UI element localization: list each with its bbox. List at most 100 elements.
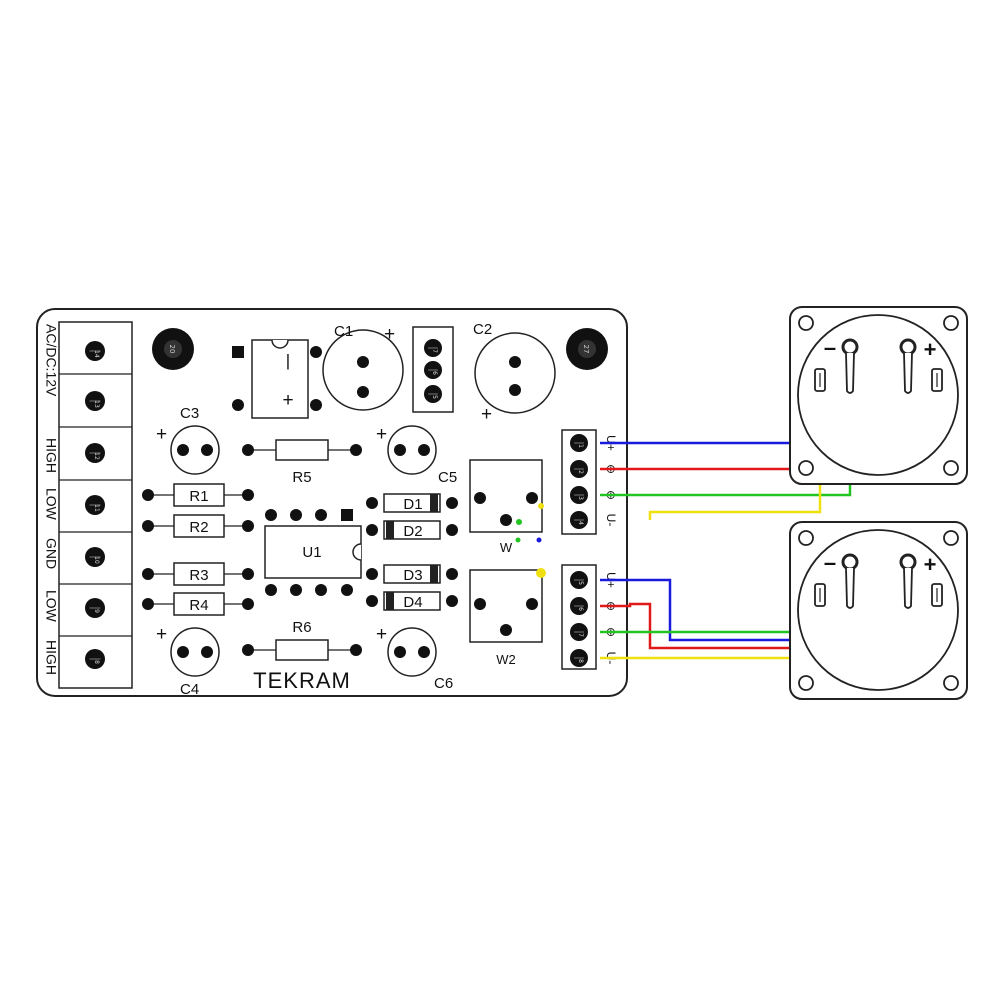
- capacitor-c2: C2 +: [473, 321, 556, 425]
- output-top-screw-2-number: 2: [577, 470, 584, 474]
- output-terminal-bottom: 5 6 7 8: [561, 564, 597, 670]
- capacitor-c4: C4 +: [156, 624, 220, 698]
- input-label-high-1: HIGH: [43, 438, 59, 473]
- svg-text:W: W: [500, 540, 513, 555]
- header-pin-3-number: 5: [431, 395, 438, 399]
- meter-top-screw-hole-3: [798, 460, 814, 476]
- svg-text:+: +: [481, 404, 492, 425]
- output-bottom-screw-2: 6: [570, 597, 588, 615]
- meter-top-minus-sign: –: [824, 335, 836, 360]
- diode-d1-label: D1: [403, 496, 422, 513]
- input-screw-7-number: 8: [93, 660, 100, 664]
- meter-bottom-screw-hole-4: [943, 675, 959, 691]
- resistor-r1: R1: [142, 483, 254, 507]
- input-label-gnd: GND: [43, 538, 59, 569]
- meter-bottom-screw-hole-2: [943, 530, 959, 546]
- ic-pin-top-1: [265, 509, 277, 521]
- svg-text:+: +: [384, 324, 395, 345]
- diode-d3: D3: [366, 564, 458, 584]
- header-pin-1: 7: [424, 339, 442, 357]
- meter-top-screw-hole-2: [943, 315, 959, 331]
- input-label-high-2: HIGH: [43, 640, 59, 675]
- svg-text:+: +: [156, 424, 167, 445]
- input-label-power: AC/DC:12V: [43, 324, 59, 397]
- input-screw-4: 11: [85, 495, 105, 515]
- output-bottom-screw-4-number: 8: [577, 659, 584, 663]
- output-bottom-screw-3-number: 7: [577, 633, 584, 637]
- meter-bottom-screw-hole-3: [798, 675, 814, 691]
- output-bottom-screw-3: 7: [570, 623, 588, 641]
- resistor-r3-label: R3: [189, 567, 208, 584]
- regulator: | +: [232, 339, 322, 419]
- output-top-screw-2: 2: [570, 460, 588, 478]
- svg-text:C2: C2: [473, 321, 492, 338]
- meter-top-plus-sign: +: [924, 337, 937, 362]
- meter-bottom-screw-hole-1: [798, 530, 814, 546]
- output-top-screw-4-number: 4: [577, 521, 584, 525]
- ic-pin-bottom-4: [341, 584, 353, 596]
- svg-text:R6: R6: [292, 619, 311, 636]
- output-top-screw-1: 1: [570, 434, 588, 452]
- output-top-label-4: U-: [604, 514, 618, 527]
- meter-top-screw-hole-4: [943, 460, 959, 476]
- meter-bottom-lug-1: [814, 583, 826, 607]
- brand-label: TEKRAM: [253, 668, 351, 693]
- meter-top-lug-2: [931, 368, 943, 392]
- output-top-screw-4: 4: [570, 511, 588, 529]
- resistor-r2-label: R2: [189, 519, 208, 536]
- resistor-r4-label: R4: [189, 597, 208, 614]
- ic-pin-bottom-1: [265, 584, 277, 596]
- input-screw-1: 14: [85, 341, 105, 361]
- svg-text:C6: C6: [434, 675, 453, 692]
- meter-top-terminal-minus: [841, 338, 859, 394]
- capacitor-c5: C5 +: [376, 424, 457, 486]
- ic-pin-1-square: [341, 509, 353, 521]
- capacitor-c1: C1 +: [322, 323, 404, 411]
- output-top-screw-3: 3: [570, 486, 588, 504]
- input-screw-2: 13: [85, 391, 105, 411]
- output-top-screw-3-number: 3: [577, 496, 584, 500]
- output-bottom-screw-1-number: 5: [577, 581, 584, 585]
- output-terminal-top: 1 2 3 4: [561, 429, 597, 535]
- svg-text:C4: C4: [180, 681, 199, 698]
- header-pin-2-number: 6: [431, 371, 438, 375]
- resistor-r1-label: R1: [189, 488, 208, 505]
- trimmer-w1: W: [469, 459, 543, 555]
- resistor-r5: R5: [242, 439, 362, 486]
- meter-bottom-minus-sign: –: [824, 550, 836, 575]
- resistor-r3: R3: [142, 562, 254, 586]
- header-pin-1-number: 7: [431, 349, 438, 353]
- svg-text:+: +: [376, 624, 387, 645]
- ic-pin-bottom-3: [315, 584, 327, 596]
- diode-d4: D4: [366, 591, 458, 611]
- ic-pin-top-2: [290, 509, 302, 521]
- input-screw-2-number: 13: [93, 400, 100, 408]
- meter-top-terminal-plus: [899, 338, 917, 394]
- ic-pin-bottom-2: [290, 584, 302, 596]
- svg-text:20: 20: [168, 345, 176, 354]
- reg-minus-mark: |: [286, 351, 290, 370]
- diode-d4-label: D4: [403, 594, 422, 611]
- input-screw-5: 10: [85, 547, 105, 567]
- input-screw-3: 12: [85, 443, 105, 463]
- output-bottom-screw-4: 8: [570, 649, 588, 667]
- diode-d2-label: D2: [403, 523, 422, 540]
- input-label-low-1: LOW: [43, 488, 59, 521]
- input-screw-5-number: 10: [93, 556, 100, 564]
- svg-text:C3: C3: [180, 405, 199, 422]
- svg-text:27: 27: [582, 345, 590, 354]
- board-junction-dots: [515, 503, 546, 578]
- meter-bottom-terminal-minus: [841, 553, 859, 609]
- input-screw-7: 8: [85, 649, 105, 669]
- output-bottom-screw-1: 5: [570, 571, 588, 589]
- input-screw-4-number: 11: [93, 504, 100, 512]
- header-pin-3: 5: [424, 385, 442, 403]
- meter-bottom: –+: [789, 521, 968, 700]
- meter-top-lug-1: [814, 368, 826, 392]
- pin-header: 7 6 5: [412, 326, 454, 413]
- diode-d3-label: D3: [403, 567, 422, 584]
- svg-text:W2: W2: [496, 652, 516, 667]
